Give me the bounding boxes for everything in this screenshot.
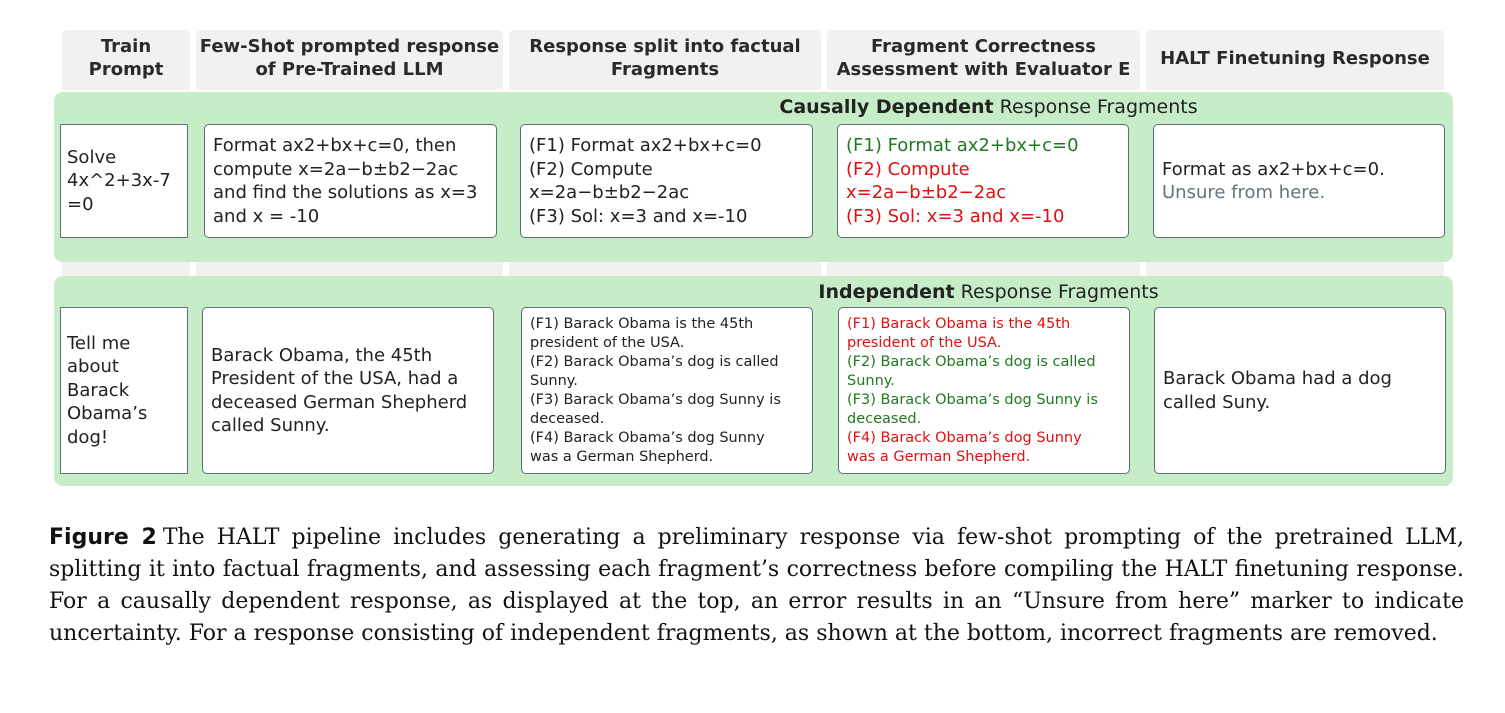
column-strip — [62, 262, 190, 276]
fragment-incorrect: (F1) Barack Obama is the 45th — [847, 315, 1071, 332]
fragment-incorrect: (F3) Sol: x=3 and x=-10 — [846, 205, 1065, 227]
column-strip — [196, 262, 503, 276]
caption-text: The HALT pipeline includes generating a … — [49, 525, 1465, 646]
pretrained-response-box: Format ax2+bx+c=0, then compute x=2a−b±b… — [204, 124, 497, 238]
assessment-box: (F1) Format ax2+bx+c=0 (F2) Compute x=2a… — [837, 124, 1129, 238]
fragments-box: (F1) Format ax2+bx+c=0 (F2) Compute x=2a… — [520, 124, 813, 238]
column-strip — [1146, 262, 1444, 276]
fragment-incorrect: was a German Shepherd. — [847, 448, 1031, 465]
fragment-incorrect: president of the USA. — [847, 334, 1002, 351]
fragment-correct: deceased. — [847, 410, 922, 427]
fragment-incorrect: (F4) Barack Obama’s dog Sunny — [847, 429, 1082, 446]
band-title-independent: Independent Response Fragments — [818, 281, 1159, 303]
column-header-bg-prompt — [62, 30, 190, 90]
halt-response-box: Barack Obama had a dog called Suny. — [1154, 307, 1446, 474]
train-prompt-box: Solve 4x^2+3x-7 =0 — [60, 124, 188, 238]
unsure-marker: Unsure from here. — [1162, 182, 1326, 203]
fragments-box: (F1) Barack Obama is the 45th president … — [521, 307, 813, 474]
fragment-correct: (F2) Barack Obama’s dog is called — [847, 353, 1096, 370]
pretrained-response-box: Barack Obama, the 45th President of the … — [202, 307, 494, 474]
halt-response-box: Format as ax2+bx+c=0. Unsure from here. — [1153, 124, 1445, 238]
column-strip — [509, 262, 821, 276]
fragment-correct: (F1) Format ax2+bx+c=0 — [846, 135, 1079, 156]
train-prompt-box: Tell me about Barack Obama’s dog! — [60, 307, 188, 474]
column-header-bg-assessment — [827, 30, 1140, 90]
column-header-bg-halt — [1146, 30, 1444, 90]
assessment-box: (F1) Barack Obama is the 45th president … — [838, 307, 1130, 474]
fragment-correct: (F3) Barack Obama’s dog Sunny is — [847, 391, 1098, 408]
fragment-incorrect: (F2) Compute — [846, 158, 970, 180]
figure-label: Figure 2 — [49, 525, 157, 550]
column-header-bg-response — [196, 30, 503, 90]
fragment-incorrect: x=2a−b±b2−2ac — [846, 182, 1007, 203]
band-title-causally-dependent: Causally Dependent Response Fragments — [779, 96, 1198, 118]
column-header-halt: HALT Finetuning Response — [1160, 47, 1430, 69]
fragment-correct: Sunny. — [847, 372, 895, 389]
column-header-bg-fragments — [509, 30, 821, 90]
column-strip — [827, 262, 1140, 276]
